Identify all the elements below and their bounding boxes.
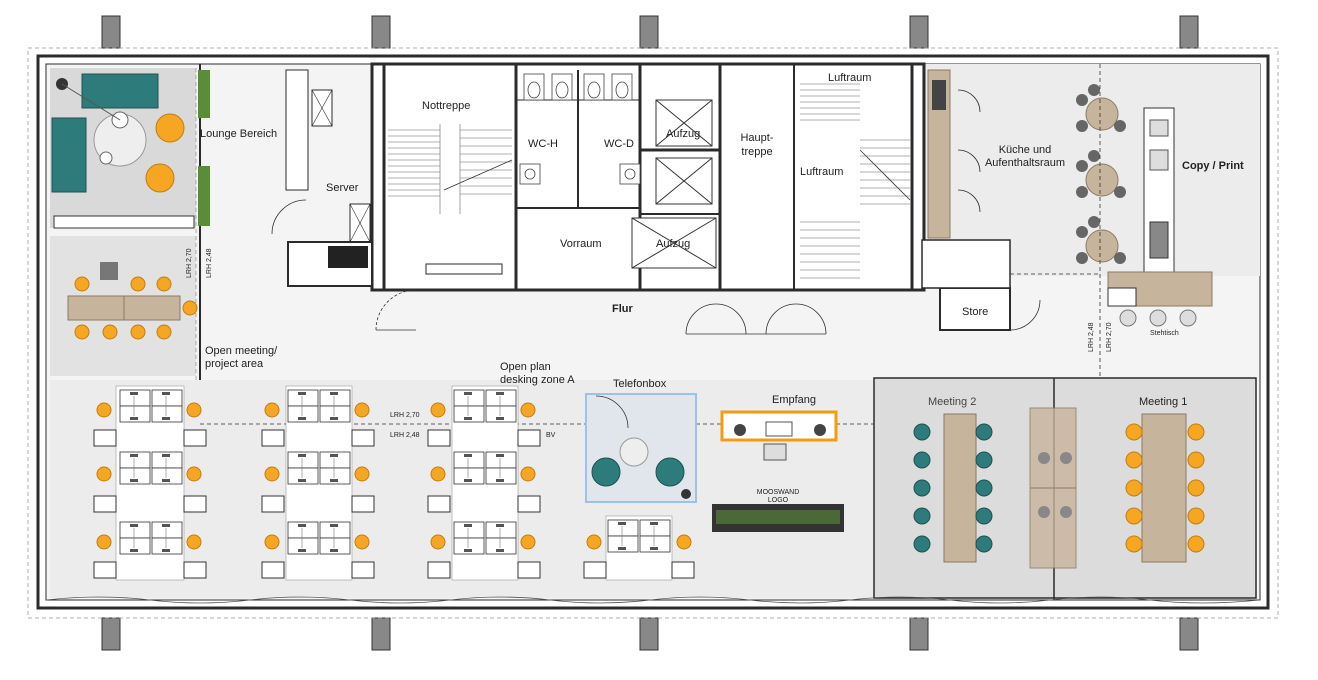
ceiling-label-270-c: LRH 2,70 <box>1106 322 1113 352</box>
room-label-wc-h: WC-H <box>528 138 558 150</box>
ceiling-label-248-a: LRH 2,48 <box>390 432 420 439</box>
facade-line <box>45 596 1261 604</box>
room-label-flur: Flur <box>612 303 633 315</box>
server-room <box>285 69 373 287</box>
room-label-luftraum-top: Luftraum <box>828 72 872 84</box>
room-label-aufzug-1: Aufzug <box>666 128 701 140</box>
room-label-open-meeting-2: project area <box>205 358 264 370</box>
wc-fixtures <box>519 73 641 185</box>
room-label-lounge: Lounge Bereich <box>200 128 278 140</box>
room-label-luftraum-mid: Luftraum <box>800 166 844 178</box>
room-label-aufzug-2: Aufzug <box>656 238 691 250</box>
store-room <box>921 239 1041 331</box>
desk-clusters <box>93 385 695 581</box>
phone-box <box>585 393 697 503</box>
ceiling-label-270-a: LRH 2,70 <box>390 412 420 419</box>
elevators <box>631 99 717 269</box>
room-label-copy-print: Copy / Print <box>1182 160 1244 172</box>
server-door <box>271 199 307 235</box>
room-label-kueche-1: Küche und <box>998 144 1052 156</box>
kitchen <box>927 69 1213 327</box>
grid-line <box>27 47 1279 619</box>
label-logo: LOGO <box>767 497 789 504</box>
corridor-doors <box>375 289 827 335</box>
label-bv: BV <box>546 432 556 439</box>
room-label-meeting-1: Meeting 1 <box>1139 396 1188 408</box>
room-label-empfang: Empfang <box>772 394 817 406</box>
ceiling-label-248-c: LRH 2,48 <box>1088 322 1095 352</box>
room-label-kueche-2: Aufenthaltsraum <box>984 157 1066 169</box>
room-label-meeting-2: Meeting 2 <box>928 396 977 408</box>
core-walls <box>370 62 926 292</box>
reception-desk <box>712 410 844 532</box>
project-table <box>67 262 198 340</box>
lounge-furniture <box>51 73 195 229</box>
ceiling-label-248-b: LRH 2,48 <box>206 248 213 278</box>
ceiling-label-270-b: LRH 2,70 <box>186 248 193 278</box>
label-mooswand: MOOSWAND <box>756 489 800 496</box>
room-label-nottreppe: Nottreppe <box>422 100 471 112</box>
meeting-rooms <box>873 377 1257 600</box>
room-label-store: Store <box>962 306 989 318</box>
emergency-stairs <box>388 124 513 214</box>
main-stairs <box>800 83 911 279</box>
room-label-vorraum: Vorraum <box>560 238 602 250</box>
room-label-haupttreppe-1: Haupt- <box>740 132 774 144</box>
room-label-wc-d: WC-D <box>604 138 634 150</box>
room-label-desking-1: Open plan <box>500 361 551 373</box>
label-stehtisch: Stehtisch <box>1150 330 1179 337</box>
room-label-telefonbox: Telefonbox <box>613 378 667 390</box>
room-label-desking-2: desking zone A <box>500 374 575 386</box>
room-label-open-meeting-1: Open meeting/ <box>205 345 278 357</box>
structural-columns <box>101 15 1199 651</box>
room-label-server: Server <box>326 182 359 194</box>
room-label-haupttreppe-2: treppe <box>741 146 773 158</box>
